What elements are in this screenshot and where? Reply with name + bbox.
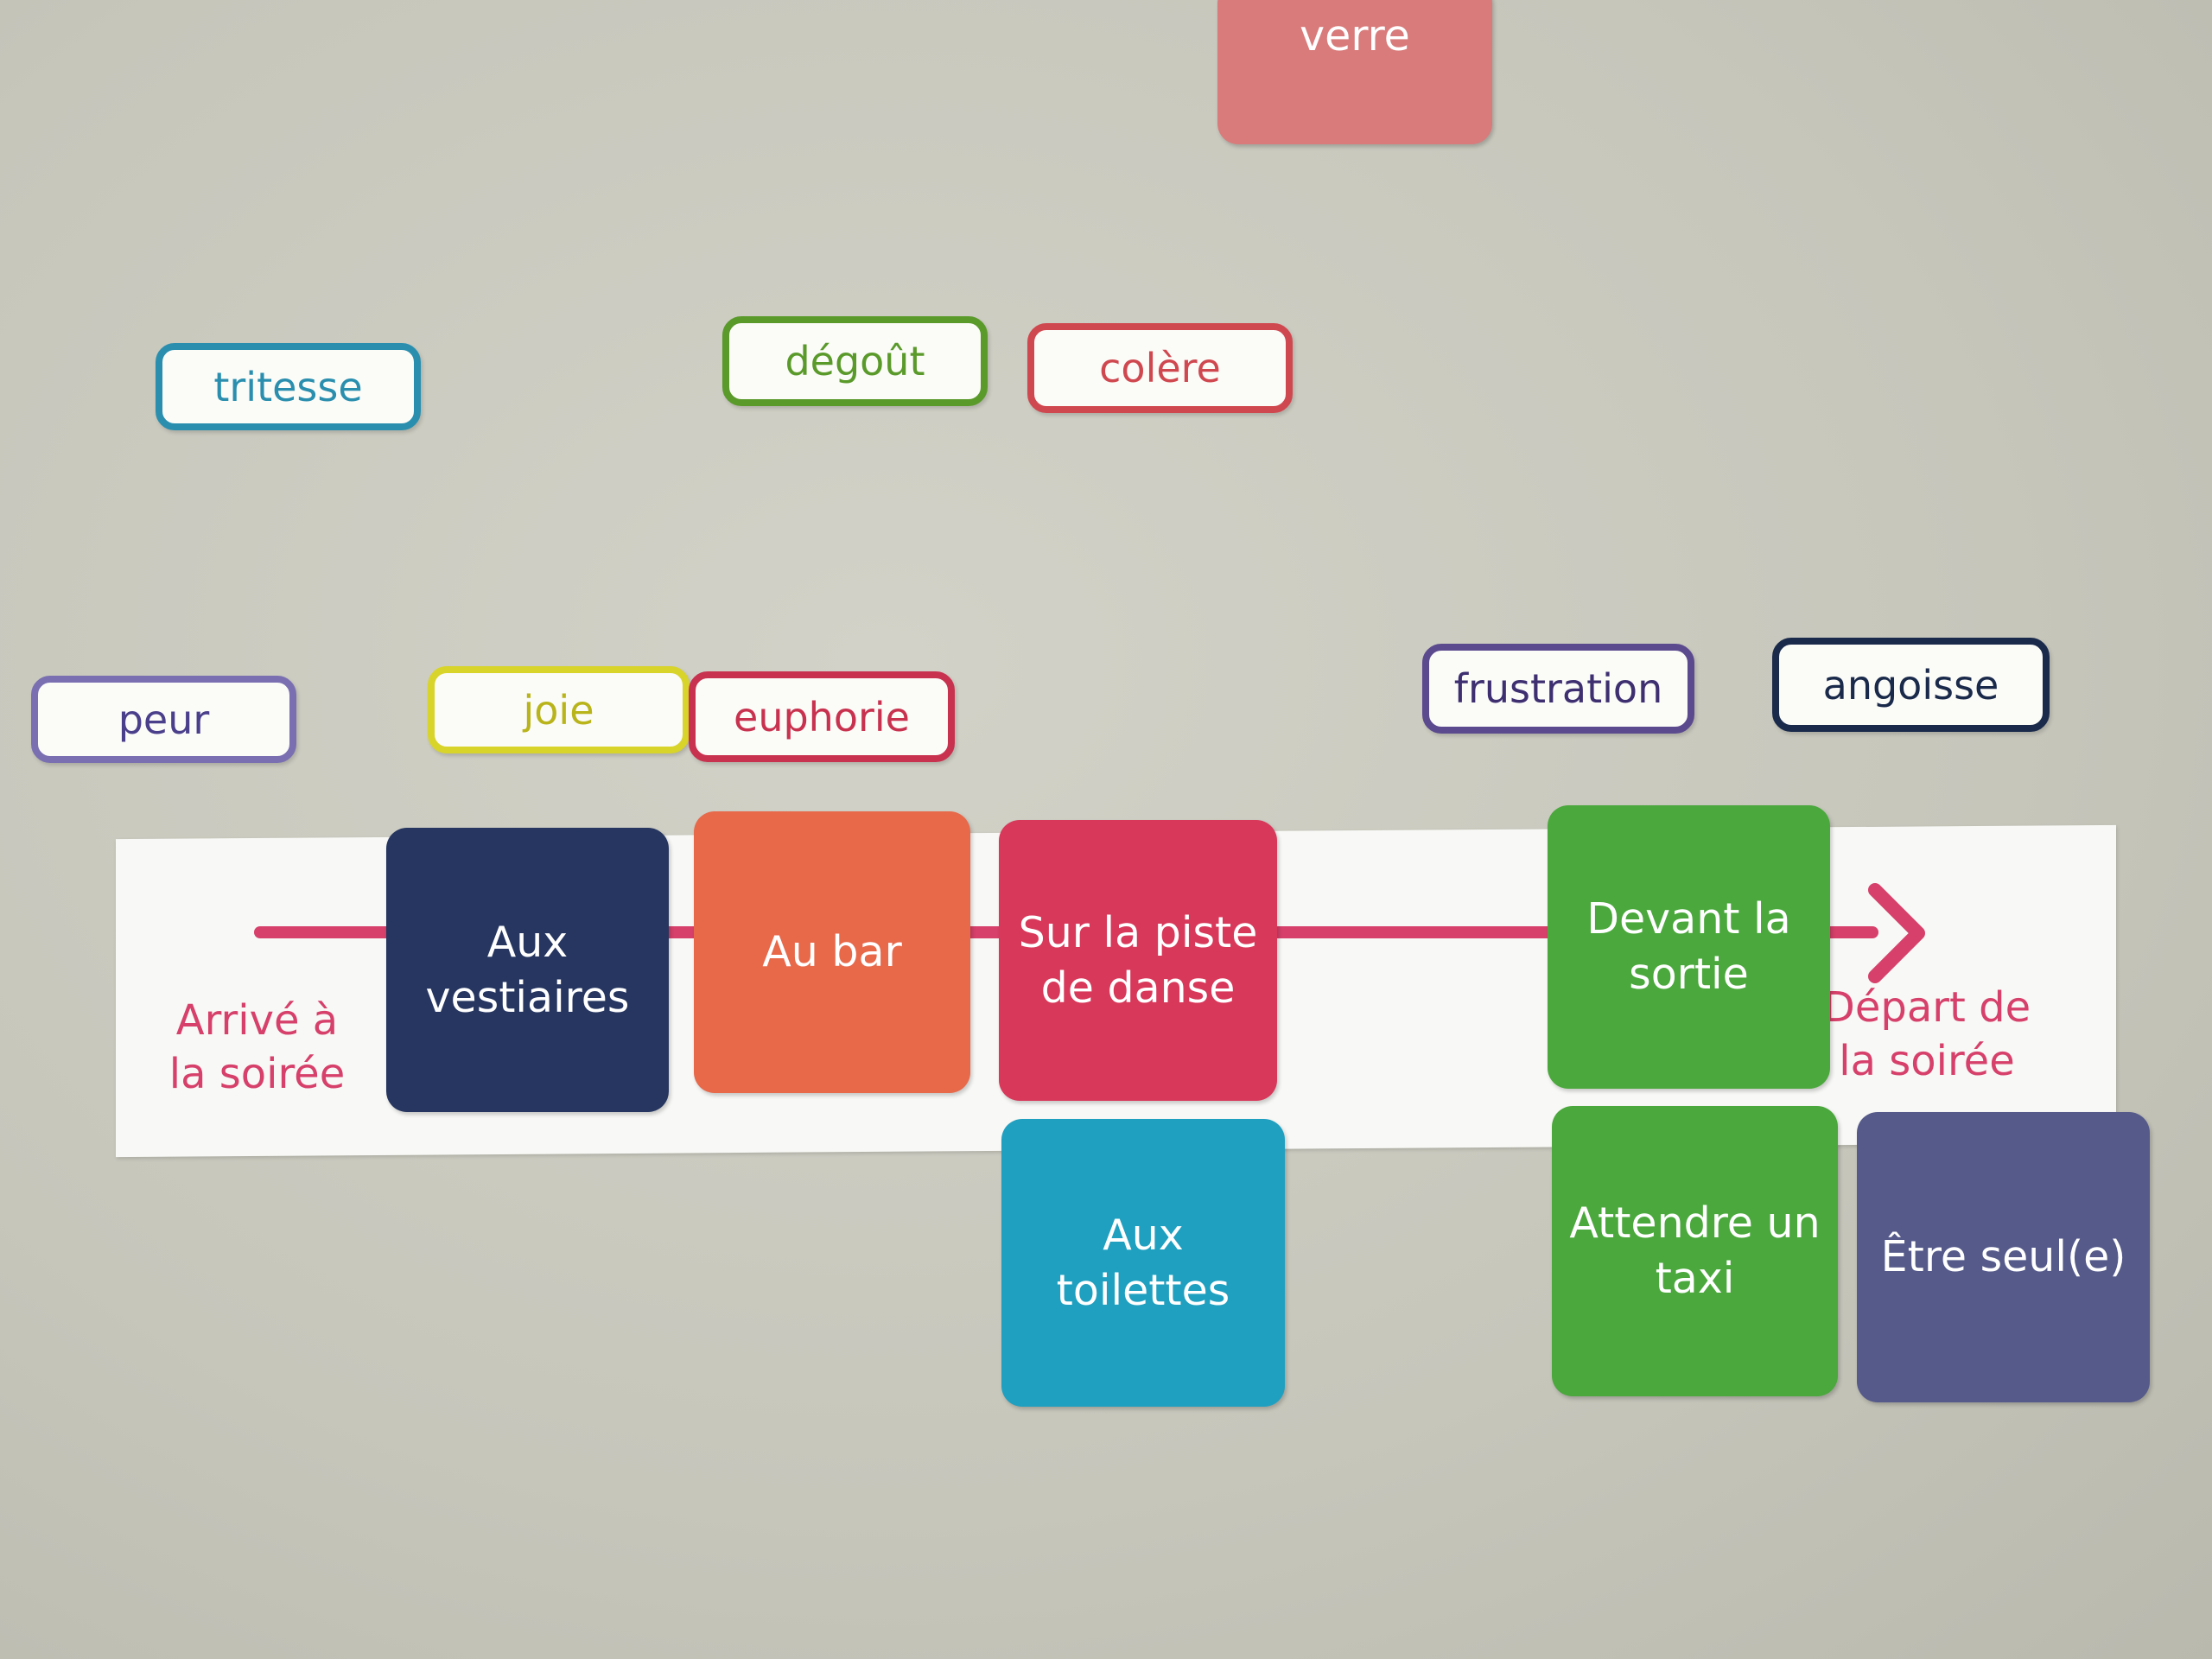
arrow-right-icon [1868,883,1925,983]
emotion-colere: colère [1027,323,1293,413]
card-verre: verre [1217,0,1492,144]
place-taxi: Attendre un taxi [1552,1106,1838,1396]
place-bar: Au bar [694,811,970,1093]
place-toilettes: Aux toilettes [1001,1119,1285,1407]
emotion-frustration: frustration [1422,644,1694,734]
emotion-degout: dégoût [722,316,988,406]
place-seul: Être seul(e) [1857,1112,2150,1402]
emotion-peur: peur [31,676,296,763]
timeline-start-label: Arrivé à la soirée [168,996,346,1099]
emotion-joie: joie [428,666,690,753]
timeline-end-label: Départ de la soirée [1822,983,2031,1086]
place-piste: Sur la piste de danse [999,820,1277,1101]
emotion-euphorie: euphorie [689,671,955,762]
place-sortie: Devant la sortie [1548,805,1830,1089]
emotion-angoisse: angoisse [1772,638,2050,732]
place-vestiaires: Aux vestiaires [386,828,669,1112]
emotion-tristesse: tritesse [156,343,421,430]
